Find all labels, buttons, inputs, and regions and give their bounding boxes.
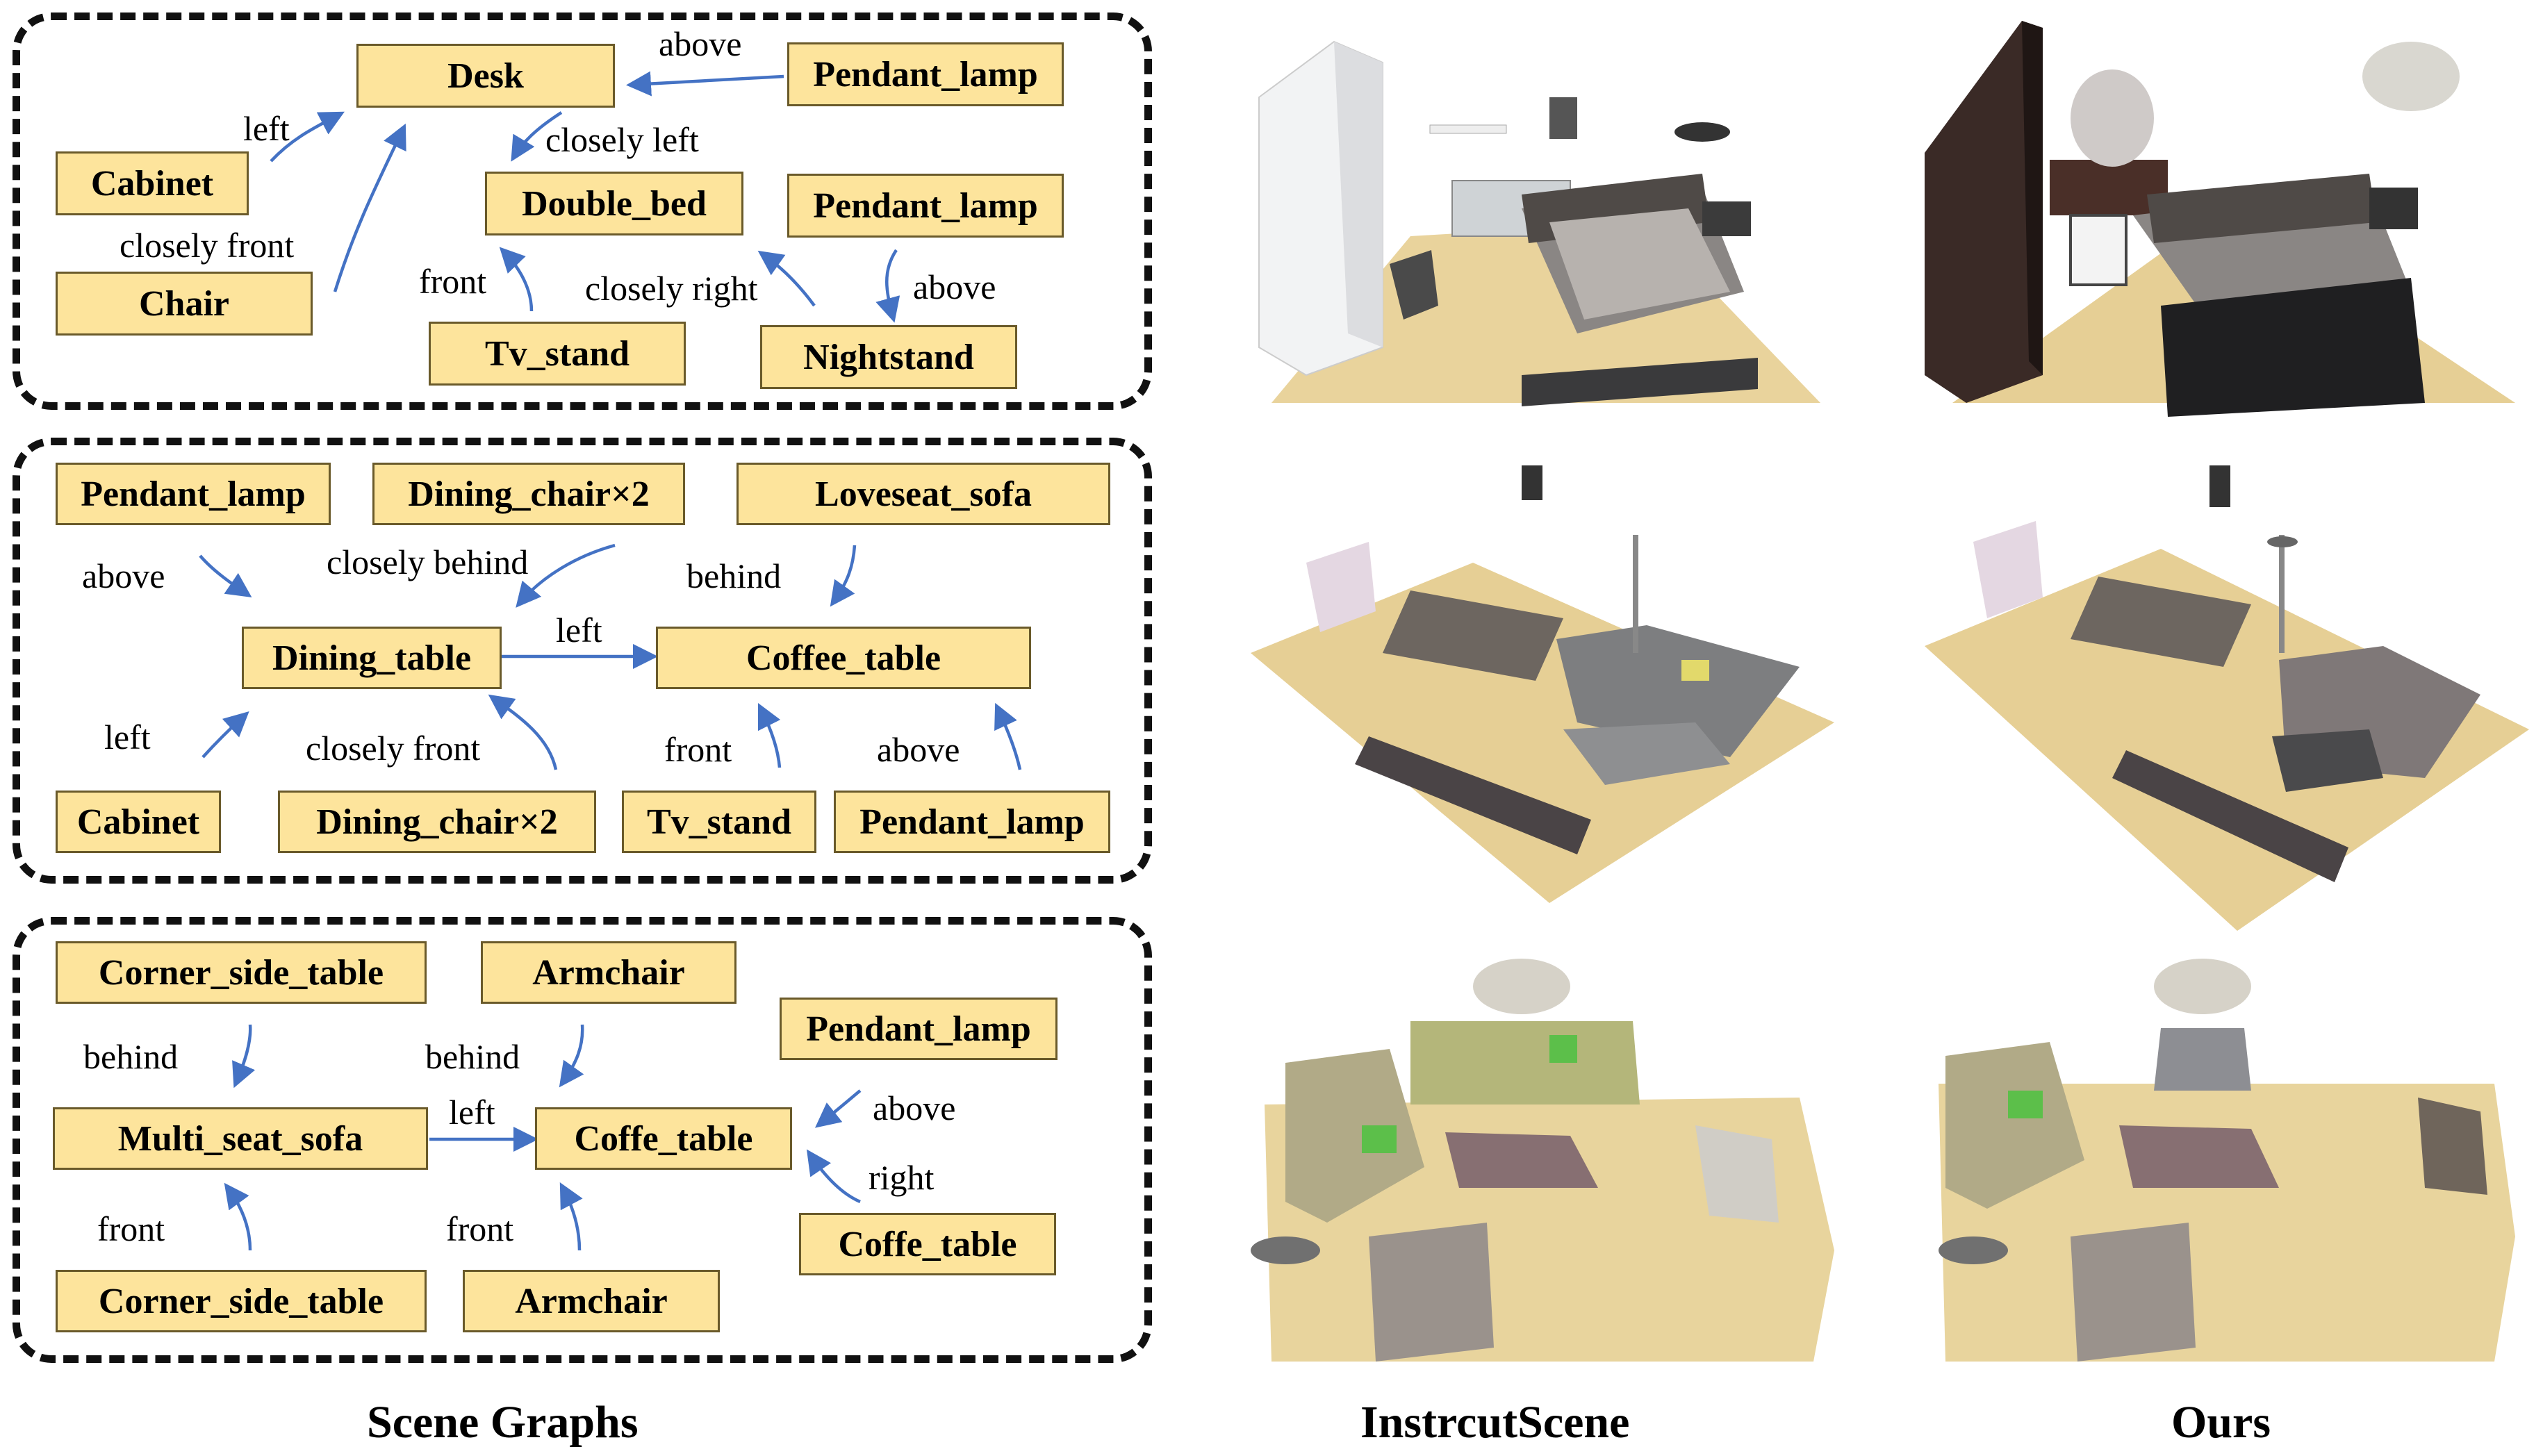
node-armchair-2: Armchair bbox=[463, 1270, 720, 1332]
scene-graph-panel-2 bbox=[13, 438, 1152, 884]
rel-label: front bbox=[419, 262, 487, 301]
rel-label: above bbox=[82, 556, 165, 595]
node-pendant-lamp-2: Pendant_lamp bbox=[787, 174, 1064, 238]
node-nightstand: Nightstand bbox=[760, 325, 1017, 389]
node-pendant-lamp-2: Pendant_lamp bbox=[834, 791, 1110, 853]
caption-scene-graphs: Scene Graphs bbox=[367, 1397, 639, 1448]
node-desk: Desk bbox=[356, 44, 615, 108]
scene-graph-panel-3 bbox=[13, 917, 1152, 1363]
node-tv-stand: Tv_stand bbox=[622, 791, 816, 853]
rel-label: closely left bbox=[545, 120, 699, 159]
scene-graph-panel-1 bbox=[13, 13, 1152, 410]
node-dining-chair-2: Dining_chair×2 bbox=[278, 791, 596, 853]
rel-label: closely front bbox=[120, 226, 295, 265]
render-lounge-ours bbox=[1925, 959, 2529, 1375]
rel-label: closely behind bbox=[327, 543, 529, 581]
node-chair: Chair bbox=[56, 272, 313, 336]
rel-label: above bbox=[877, 730, 960, 769]
render-bedroom-ours bbox=[1925, 14, 2529, 417]
rel-label: above bbox=[659, 24, 742, 63]
node-pendant-lamp: Pendant_lamp bbox=[780, 998, 1057, 1060]
node-corner-side-table: Corner_side_table bbox=[56, 941, 427, 1004]
rel-label: right bbox=[869, 1158, 935, 1197]
rel-label: left bbox=[104, 718, 151, 756]
node-corner-side-table-2: Corner_side_table bbox=[56, 1270, 427, 1332]
node-dining-table: Dining_table bbox=[242, 627, 502, 689]
rel-label: left bbox=[449, 1093, 495, 1132]
node-pendant-lamp: Pendant_lamp bbox=[787, 42, 1064, 106]
node-cabinet: Cabinet bbox=[56, 151, 249, 215]
rel-label: front bbox=[97, 1209, 165, 1248]
node-double-bed: Double_bed bbox=[485, 172, 743, 235]
node-coffee-table: Coffee_table bbox=[656, 627, 1031, 689]
node-multi-seat-sofa: Multi_seat_sofa bbox=[53, 1107, 428, 1170]
node-tv-stand: Tv_stand bbox=[429, 322, 686, 386]
rel-label: closely right bbox=[585, 269, 758, 308]
node-pendant-lamp: Pendant_lamp bbox=[56, 463, 331, 525]
node-armchair: Armchair bbox=[481, 941, 736, 1004]
rel-label: behind bbox=[83, 1037, 179, 1076]
rel-label: closely front bbox=[306, 729, 481, 768]
node-coffe-table: Coffe_table bbox=[535, 1107, 792, 1170]
rel-label: above bbox=[913, 267, 996, 306]
render-bedroom-instructscene bbox=[1244, 14, 1834, 417]
node-loveseat-sofa: Loveseat_sofa bbox=[736, 463, 1110, 525]
render-livingroom-instructscene bbox=[1244, 458, 1834, 903]
rel-label: front bbox=[664, 730, 732, 769]
node-coffe-table-2: Coffe_table bbox=[799, 1213, 1056, 1275]
rel-label: left bbox=[556, 611, 602, 650]
rel-label: behind bbox=[425, 1037, 520, 1076]
node-cabinet: Cabinet bbox=[56, 791, 221, 853]
caption-instructscene: InstrcutScene bbox=[1360, 1397, 1630, 1448]
rel-label: left bbox=[243, 109, 290, 148]
rel-label: above bbox=[873, 1089, 956, 1127]
caption-ours: Ours bbox=[2171, 1397, 2271, 1448]
rel-label: front bbox=[446, 1209, 514, 1248]
render-lounge-instructscene bbox=[1244, 959, 1834, 1375]
render-livingroom-ours bbox=[1925, 458, 2529, 931]
rel-label: behind bbox=[686, 556, 782, 595]
node-dining-chair: Dining_chair×2 bbox=[372, 463, 685, 525]
